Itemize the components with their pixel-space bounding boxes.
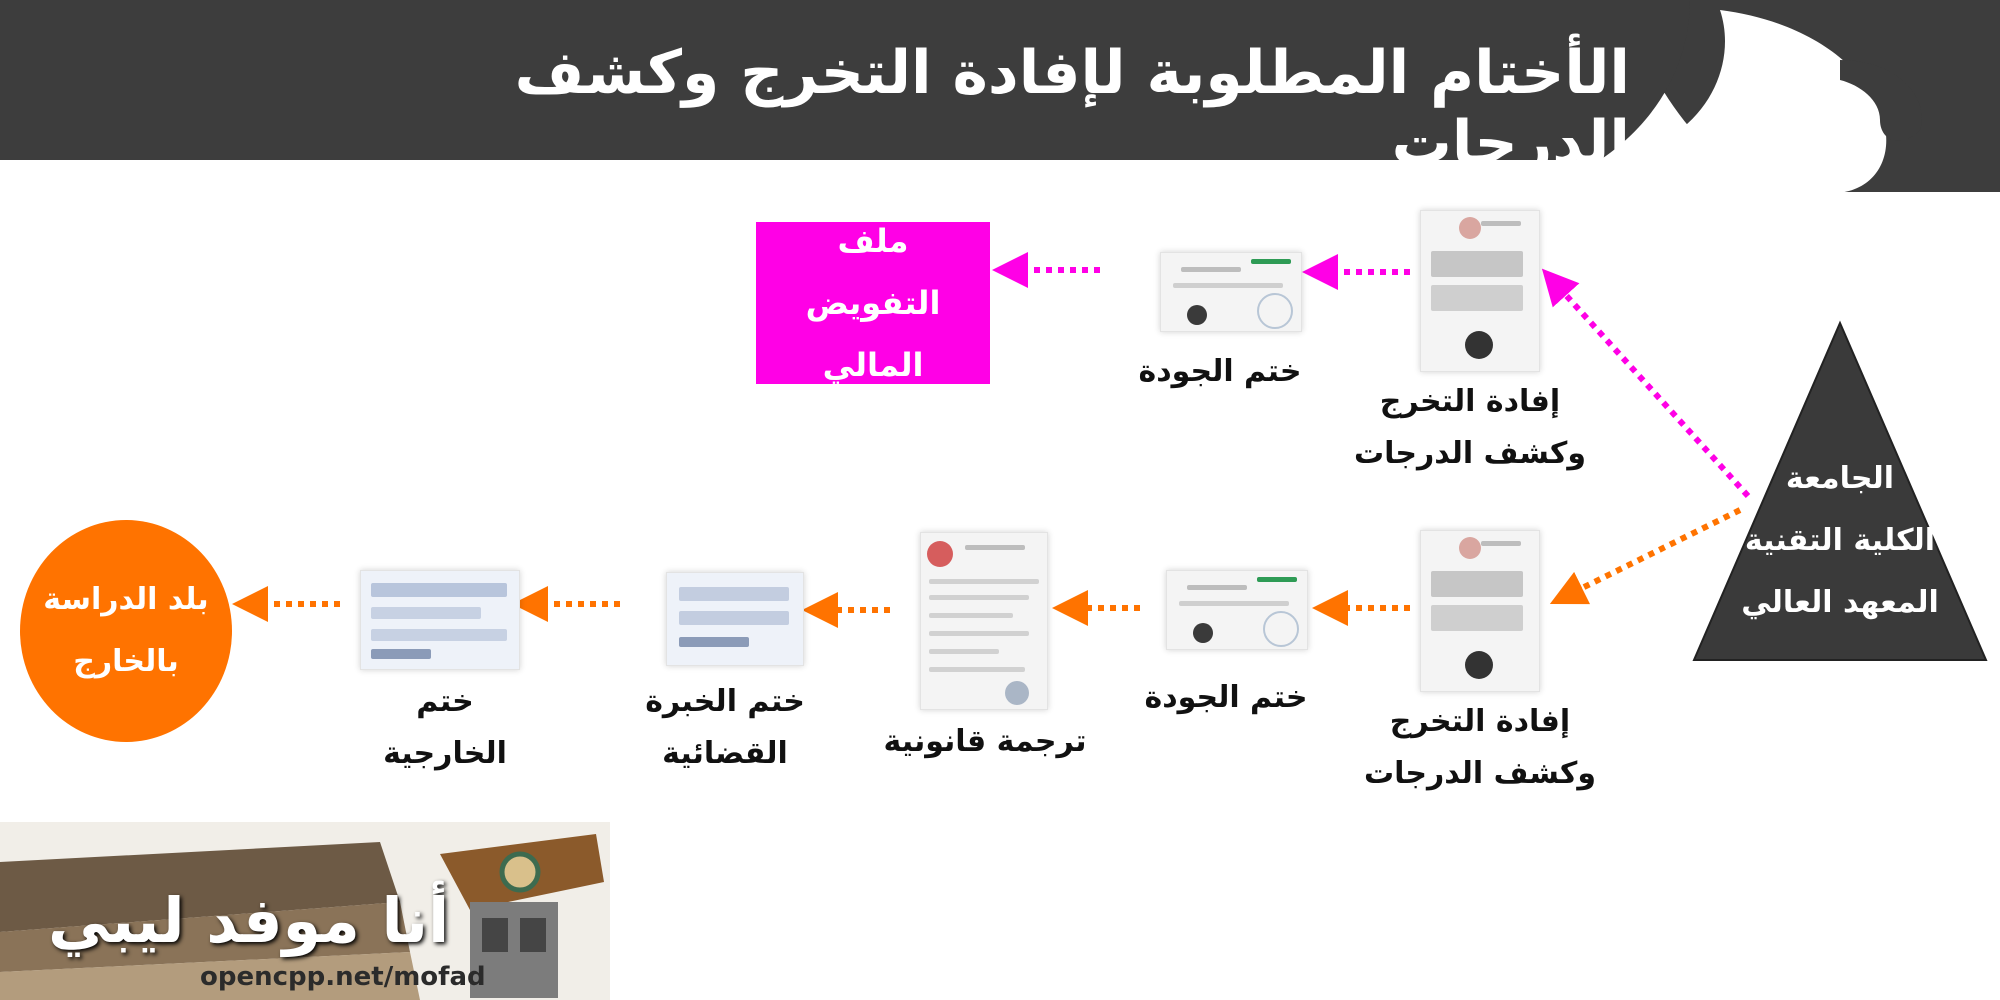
mofad-logo: أنا موفد ليبي opencpp.net/mofad [0, 822, 610, 1000]
translation-document-icon [920, 532, 1048, 710]
foreign-ministry-stamp-icon [360, 570, 520, 670]
source-technical-college: الكلية التقنية [1744, 523, 1936, 558]
certificate-document-icon-2 [1420, 530, 1540, 692]
top-step2-label: ختم الجودة [1138, 354, 1302, 389]
logo-title: أنا موفد ليبي [48, 884, 450, 957]
certificate-document-icon [1420, 210, 1540, 372]
bottom-step1-label: إفادة التخرج وكشف الدرجات [1364, 704, 1596, 791]
quality-stamp-icon-2 [1166, 570, 1308, 650]
source-pyramid [1692, 320, 1988, 661]
source-higher-institute: المعهد العالي [1741, 585, 1939, 620]
judicial-stamp-icon [666, 572, 804, 666]
study-country-destination: بلد الدراسة بالخارج [20, 520, 232, 742]
source-labels: الجامعة الكلية التقنية المعهد العالي [1700, 448, 1980, 634]
header-band [0, 0, 2000, 194]
source-university: الجامعة [1785, 461, 1895, 496]
financial-authorization-file: ملف التفويض المالي [756, 222, 990, 384]
bottom-step4-label: ختم الخبرة القضائية [645, 684, 805, 771]
top-step1-label: إفادة التخرج وكشف الدرجات [1354, 384, 1586, 471]
logo-background [0, 822, 610, 1000]
bottom-step5-label: ختم الخارجية [383, 684, 507, 771]
bottom-step2-label: ختم الجودة [1144, 680, 1308, 715]
page-title: الأختام المطلوبة لإفادة التخرج وكشف الدر… [514, 38, 1630, 178]
logo-url: opencpp.net/mofad [200, 962, 486, 992]
quality-stamp-icon [1160, 252, 1302, 332]
bottom-step3-label: ترجمة قانونية [883, 724, 1087, 759]
